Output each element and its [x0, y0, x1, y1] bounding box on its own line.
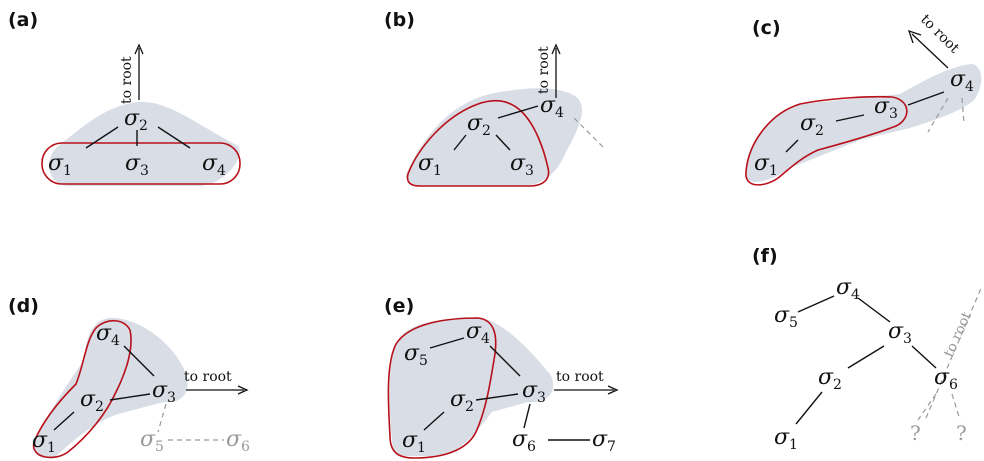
node-f-sigma5: σ5 — [774, 303, 798, 331]
outline-a — [41, 142, 241, 185]
edge-f-5-4 — [797, 295, 835, 313]
panel-label-b: (b) — [384, 9, 415, 31]
node-d-sigma6: σ6 — [226, 427, 250, 455]
to-root-label-e: to root — [556, 369, 604, 385]
to-root-label-c: to root — [917, 12, 962, 57]
edge-e-3-6 — [523, 403, 531, 429]
panel-d: (d) to root σ4 σ3 σ2 σ1 σ5 σ6 — [8, 295, 250, 459]
root-arrowhead-a — [134, 43, 144, 55]
panel-b: (b) to root σ2 σ4 σ1 σ3 — [384, 9, 605, 187]
panel-label-a: (a) — [8, 9, 38, 31]
to-root-label-b: to root — [536, 46, 552, 94]
node-c-sigma2: σ2 — [800, 111, 824, 139]
panel-c: (c) to root σ2 σ3 σ4 σ1 — [745, 12, 982, 186]
node-a-sigma2: σ2 — [124, 106, 148, 134]
panel-e: (e) to root σ5 σ4 σ3 σ2 σ1 σ6 σ7 — [384, 295, 619, 459]
node-f-sigma4: σ4 — [836, 275, 860, 303]
node-d-sigma2: σ2 — [80, 387, 104, 415]
outline-b — [406, 99, 550, 187]
node-c-sigma3: σ3 — [874, 94, 898, 122]
edge-a-2-4 — [157, 126, 191, 149]
node-c-sigma1: σ1 — [754, 151, 778, 179]
edge-b-2-3 — [495, 134, 511, 151]
shaded-region-c — [745, 64, 982, 183]
edge-e-2-3 — [475, 393, 519, 401]
dashed-edge-c1 — [927, 97, 949, 133]
unknown-child-f-2: ? — [956, 421, 967, 445]
node-e-sigma3: σ3 — [522, 378, 546, 406]
edge-b-2-4 — [497, 105, 539, 119]
edge-f-3-2 — [847, 345, 885, 369]
edge-f-2-1 — [795, 391, 823, 425]
node-a-sigma3: σ3 — [125, 151, 149, 179]
shaded-region-d — [34, 317, 188, 459]
edge-c-3-4 — [907, 91, 945, 106]
edge-d-2-1 — [53, 411, 75, 431]
node-e-sigma2: σ2 — [450, 387, 474, 415]
panel-a: (a) to root σ2 σ1 σ3 σ4 — [8, 9, 241, 186]
node-f-sigma2: σ2 — [818, 365, 842, 393]
edge-c-2-1 — [785, 139, 799, 153]
edge-d-2-3 — [109, 393, 151, 401]
panel-f: (f) to root σ4 σ5 σ3 σ2 σ6 σ1 ? ? — [752, 245, 983, 453]
shaded-region-a — [48, 101, 240, 186]
panel-label-f: (f) — [752, 245, 778, 267]
edge-e-2-1 — [423, 411, 445, 431]
root-arrowhead-b — [551, 43, 561, 55]
root-arrow-c — [911, 33, 949, 69]
edge-a-2-1 — [85, 126, 119, 149]
edge-e-5-4 — [429, 337, 465, 349]
node-f-sigma1: σ1 — [774, 425, 798, 453]
node-d-sigma1: σ1 — [32, 428, 56, 456]
node-b-sigma2: σ2 — [467, 111, 491, 139]
panel-label-c: (c) — [752, 17, 781, 39]
node-d-sigma3: σ3 — [152, 378, 176, 406]
to-root-label-f: to root — [941, 309, 975, 359]
outline-d — [32, 319, 132, 459]
node-d-sigma5: σ5 — [140, 427, 164, 455]
dashed-edge-d-3-5 — [157, 403, 167, 433]
node-f-sigma6: σ6 — [934, 365, 958, 393]
node-e-sigma6: σ6 — [512, 427, 536, 455]
node-a-sigma1: σ1 — [48, 151, 72, 179]
dashed-edge-f-6-q2 — [951, 393, 961, 421]
to-root-label-d: to root — [184, 369, 232, 385]
node-e-sigma1: σ1 — [402, 428, 426, 456]
edge-d-4-3 — [123, 345, 155, 377]
shaded-region-e — [389, 318, 554, 456]
outline-e — [387, 317, 497, 459]
edge-e-4-3 — [489, 345, 521, 377]
unknown-child-f-1: ? — [910, 421, 921, 445]
node-c-sigma4: σ4 — [950, 67, 974, 95]
node-b-sigma4: σ4 — [540, 93, 564, 121]
dashed-edge-b — [573, 117, 605, 149]
node-d-sigma4: σ4 — [96, 321, 120, 349]
edge-b-2-1 — [453, 134, 467, 151]
dashed-edge-c2 — [961, 97, 965, 125]
panel-label-e: (e) — [384, 295, 414, 317]
node-e-sigma5: σ5 — [404, 341, 428, 369]
edge-f-3-6 — [911, 345, 937, 369]
dashed-root-line-f — [925, 285, 983, 419]
node-f-sigma3: σ3 — [888, 319, 912, 347]
node-b-sigma1: σ1 — [418, 151, 442, 179]
edge-c-2-3 — [835, 114, 865, 122]
outline-c — [745, 95, 908, 186]
root-arrowhead-d — [237, 385, 249, 395]
root-arrowhead-e — [607, 385, 619, 395]
node-e-sigma4: σ4 — [466, 319, 490, 347]
node-b-sigma3: σ3 — [510, 151, 534, 179]
root-arrowhead-c — [907, 29, 922, 44]
edge-f-4-3 — [857, 297, 891, 323]
to-root-label-a: to root — [119, 56, 135, 104]
node-e-sigma7: σ7 — [592, 427, 616, 455]
shaded-region-b — [406, 88, 582, 186]
node-a-sigma4: σ4 — [202, 151, 226, 179]
panel-label-d: (d) — [8, 295, 39, 317]
